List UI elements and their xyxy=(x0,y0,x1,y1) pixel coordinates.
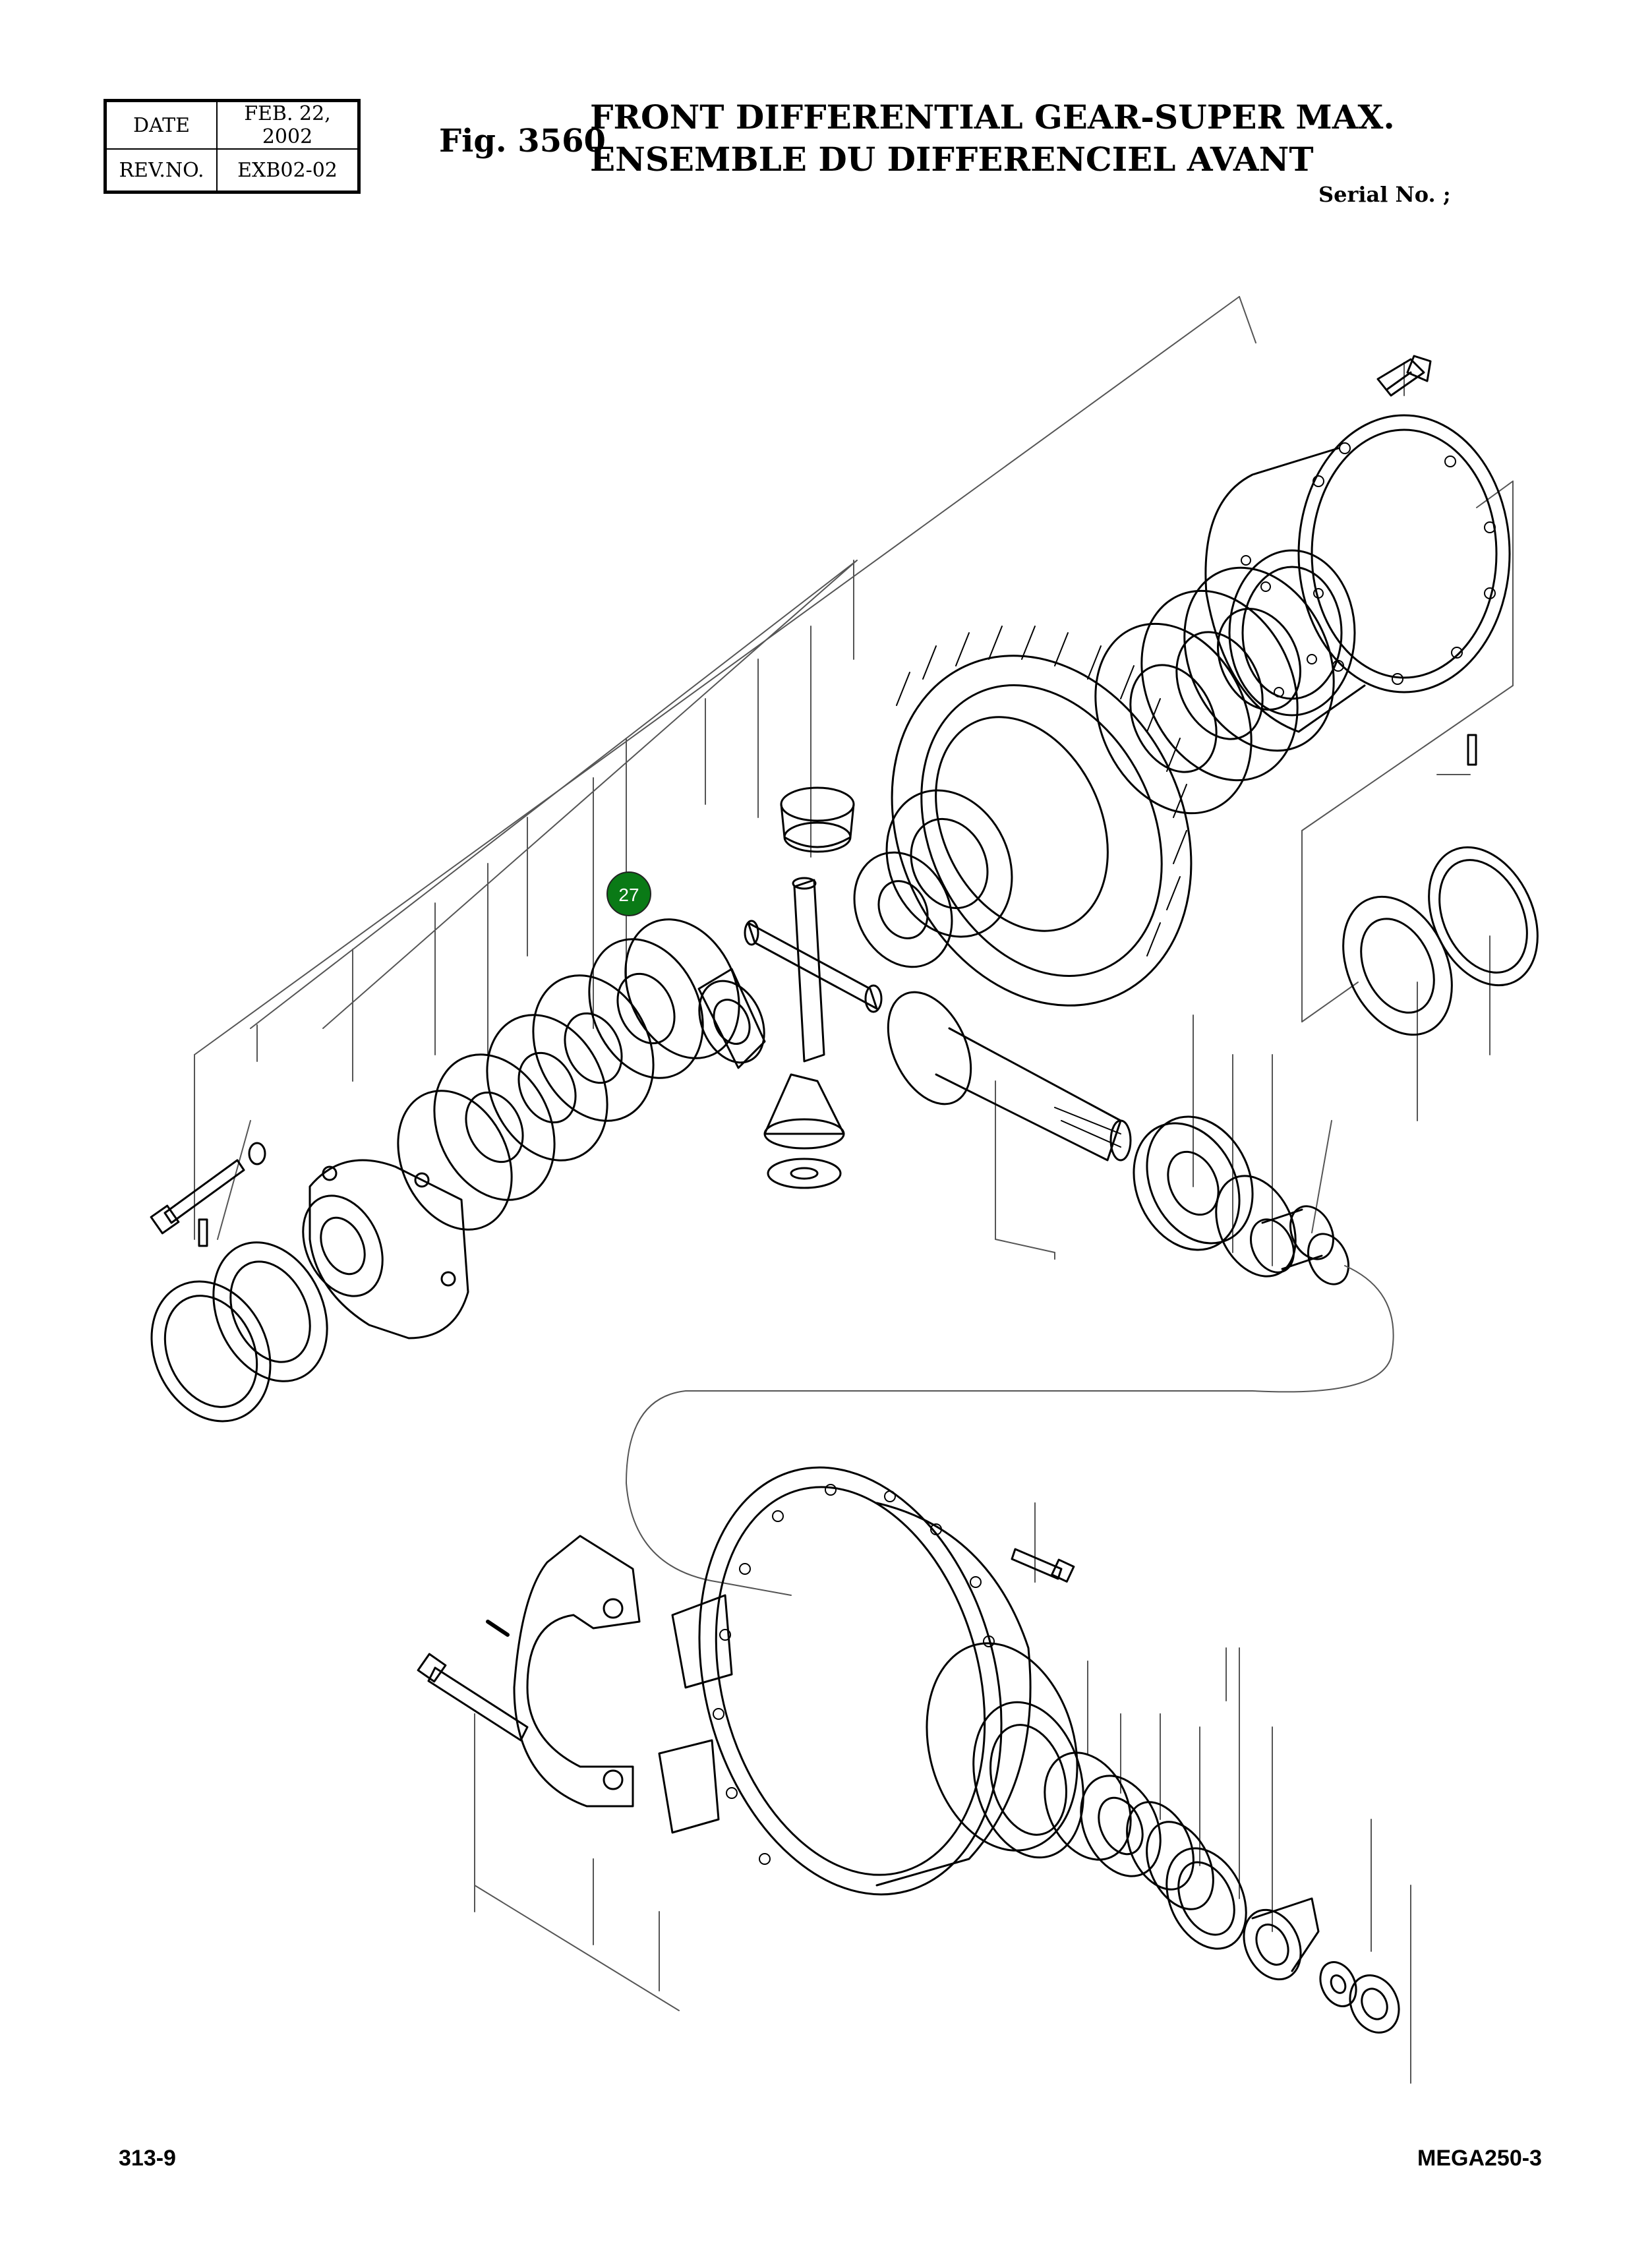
pinion-gear-bottom xyxy=(763,1073,845,1189)
dowel-pin-left xyxy=(198,1218,208,1247)
bearing-cap xyxy=(513,1535,641,1808)
tapered-bearing-left xyxy=(212,1241,328,1382)
snap-ring xyxy=(1307,1233,1349,1285)
flange-washer xyxy=(1319,1961,1357,2007)
shim-rings xyxy=(1126,1801,1214,1910)
revision-table: DATE FEB. 22, 2002 REV.NO. EXB02-02 xyxy=(103,99,361,194)
callout-label: 27 xyxy=(618,885,639,905)
tapered-bearing-right xyxy=(1342,895,1453,1036)
flange-nut xyxy=(1349,1974,1400,2034)
leader-lines-lower xyxy=(474,1502,1411,2084)
cap-bolt xyxy=(417,1653,529,1742)
drive-pinion-shaft xyxy=(887,991,1132,1162)
housing-bolt xyxy=(1376,355,1432,397)
figure-number: Fig. 3560 xyxy=(439,123,606,160)
pinion-bearing xyxy=(1133,1115,1254,1251)
side-gear-left xyxy=(697,968,766,1069)
spider-cross xyxy=(744,877,883,1063)
figure-title-en: FRONT DIFFERENTIAL GEAR-SUPER MAX. xyxy=(590,98,1395,136)
carrier-housing xyxy=(658,1466,1084,1896)
figure-title-fr: ENSEMBLE DU DIFFERENCIEL AVANT xyxy=(590,140,1314,179)
serial-number-label: Serial No. ; xyxy=(1318,182,1451,207)
side-gear-right xyxy=(853,789,1013,968)
date-value: FEB. 22, 2002 xyxy=(216,100,360,150)
oil-seal xyxy=(1165,1847,1247,1950)
model-code: MEGA250-3 xyxy=(1417,2146,1542,2171)
clutch-pack-left xyxy=(397,918,740,1231)
washer-left xyxy=(248,1142,266,1165)
cap-dowel xyxy=(486,1620,510,1637)
o-ring xyxy=(1215,1175,1297,1278)
carrier-bolt xyxy=(1011,1548,1075,1583)
case-bolt-left xyxy=(150,1159,245,1235)
assembly-link-line xyxy=(626,1265,1394,1596)
clutch-discs-right xyxy=(1094,566,1335,815)
pinion-gear-top xyxy=(780,786,855,853)
date-label: DATE xyxy=(104,100,218,150)
rev-label: REV.NO. xyxy=(104,148,218,193)
page-number: 313-9 xyxy=(119,2146,176,2171)
part-callout-27[interactable]: 27 xyxy=(606,871,651,916)
spacer-sleeve xyxy=(1250,1205,1334,1274)
adjusting-nut-left xyxy=(150,1280,272,1423)
dowel-pin-right xyxy=(1467,734,1477,766)
adjusting-nut-right xyxy=(1428,846,1539,987)
pinion-bearing-lower xyxy=(1044,1751,1162,1877)
ring-gear xyxy=(891,626,1193,1007)
companion-flange xyxy=(1243,1897,1320,1981)
leader-lines-upper xyxy=(194,296,1514,1266)
rev-value: EXB02-02 xyxy=(216,148,360,193)
differential-case-left xyxy=(302,1159,469,1339)
differential-case-half xyxy=(1204,414,1511,733)
